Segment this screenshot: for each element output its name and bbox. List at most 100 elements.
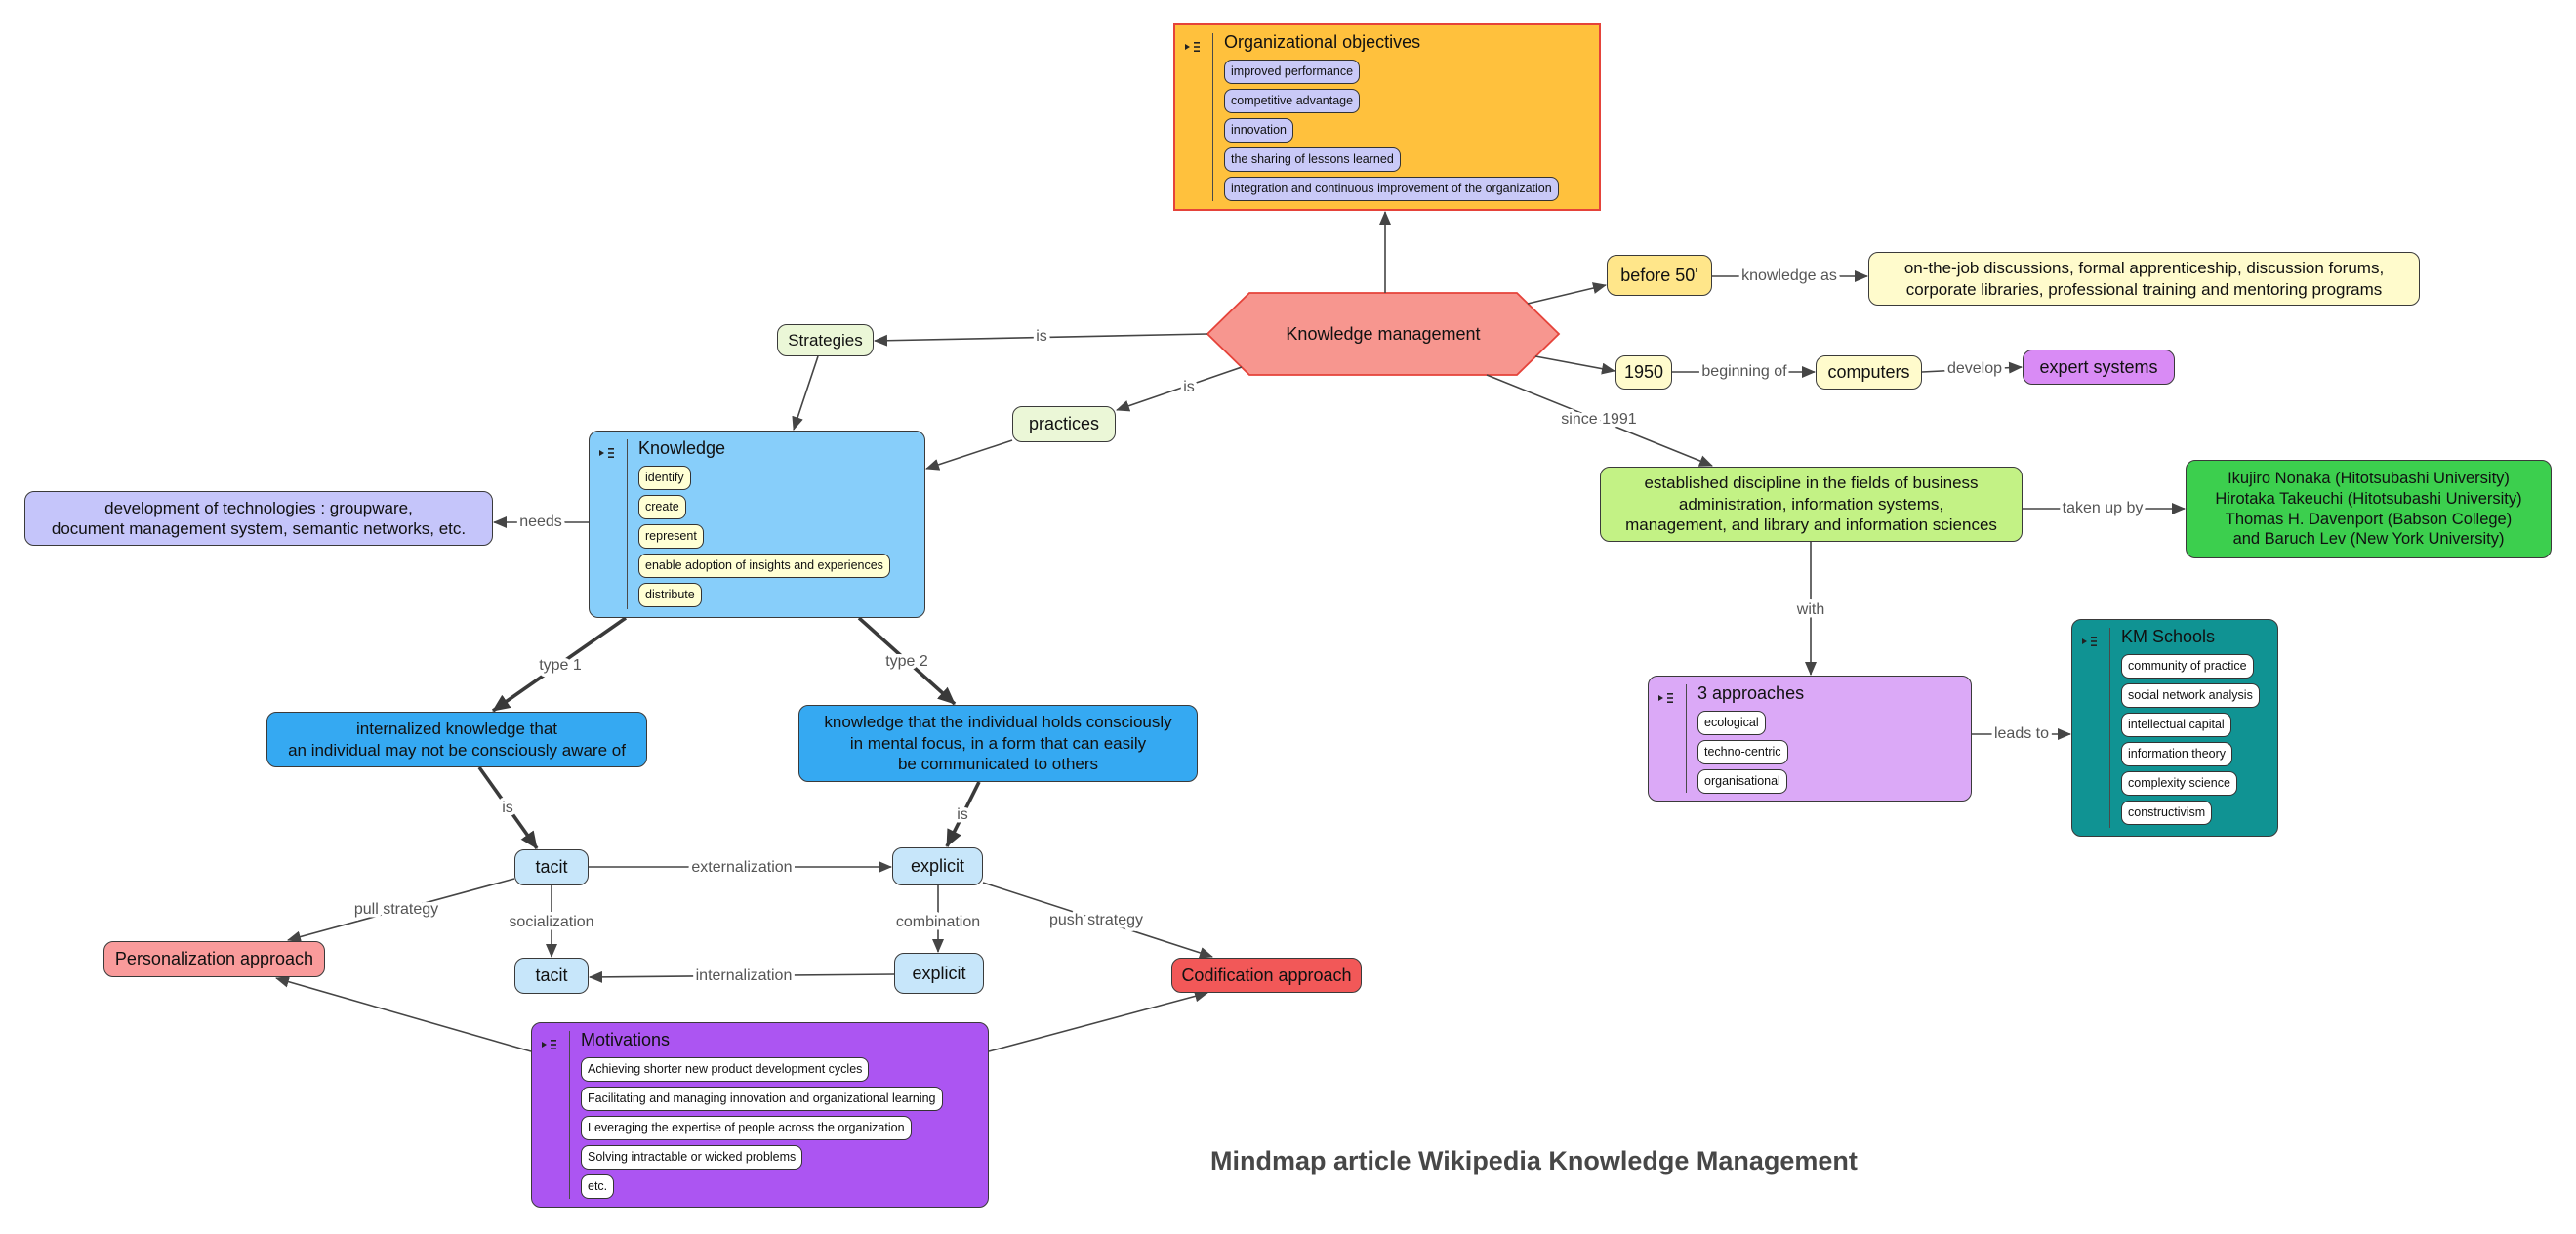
list-item: intellectual capital [2121, 713, 2231, 737]
text-line: document management system, semantic net… [51, 519, 467, 538]
node-label: Knowledge management [1286, 323, 1481, 344]
node-label: explicit [910, 856, 965, 877]
edge-tacit-to-personalization [287, 878, 515, 943]
edge-label: socialization [509, 914, 593, 930]
edge-explicit-definition-to-explicit [945, 781, 981, 847]
node-pioneers[interactable]: Ikujiro Nonaka (Hitotsubashi University)… [2186, 460, 2552, 558]
text-line: Thomas H. Davenport (Babson College) [2225, 510, 2513, 528]
list-item: enable adoption of insights and experien… [638, 554, 890, 578]
nested-list-icon[interactable] [1185, 41, 1201, 53]
item-list: Achieving shorter new product developmen… [581, 1057, 943, 1199]
list-item: create [638, 495, 686, 519]
list-item: organisational [1697, 769, 1787, 794]
list-item: represent [638, 524, 704, 549]
separator [2109, 628, 2110, 828]
node-personalization-approach[interactable]: Personalization approach [103, 941, 325, 977]
nested-list-icon[interactable] [2082, 636, 2098, 647]
node-motivations[interactable]: Motivations Achieving shorter new produc… [531, 1022, 989, 1208]
text-line: knowledge that the individual holds cons… [824, 713, 1172, 732]
node-label: expert systems [2039, 356, 2158, 377]
text-line: in mental focus, in a form that can easi… [849, 733, 1147, 753]
node-1950[interactable]: 1950 [1615, 355, 1672, 390]
node-knowledge-management[interactable]: Knowledge management [1207, 293, 1559, 375]
edge-knowledge-to-explicit-definition [857, 616, 957, 706]
edge-label: type 2 [885, 653, 928, 670]
list-item: Achieving shorter new product developmen… [581, 1057, 870, 1082]
node-established-discipline[interactable]: established discipline in the fields of … [1600, 467, 2023, 542]
nested-list-icon[interactable] [1658, 692, 1674, 704]
separator [1212, 33, 1213, 201]
separator [627, 439, 628, 609]
list-item: information theory [2121, 742, 2233, 766]
node-explicit-definition[interactable]: knowledge that the individual holds cons… [798, 705, 1198, 782]
item-list: identify create represent enable adoptio… [638, 466, 890, 607]
text-line: management, and library and information … [1625, 515, 1997, 535]
edge-label: since 1991 [1561, 411, 1636, 428]
edge-label: is [1036, 328, 1047, 345]
node-label: Codification approach [1181, 965, 1352, 985]
node-practices[interactable]: practices [1012, 406, 1116, 442]
node-tacit-result[interactable]: tacit [514, 958, 589, 994]
list-item: the sharing of lessons learned [1224, 147, 1401, 172]
list-item: social network analysis [2121, 683, 2260, 708]
node-strategies[interactable]: Strategies [777, 324, 874, 356]
node-codification-approach[interactable]: Codification approach [1171, 958, 1362, 993]
node-title: KM Schools [2121, 627, 2216, 646]
node-before-50[interactable]: before 50' [1607, 255, 1712, 296]
edge-tacit-definition-to-tacit [477, 765, 539, 850]
node-explicit[interactable]: explicit [892, 847, 983, 885]
list-item: etc. [581, 1174, 615, 1199]
nested-list-icon[interactable] [599, 447, 615, 459]
node-label: Personalization approach [114, 949, 314, 969]
list-item: innovation [1224, 118, 1293, 143]
edge-km-to-strategies [874, 333, 1208, 347]
edge-label: combination [896, 914, 980, 930]
nested-list-icon[interactable] [542, 1039, 557, 1050]
node-technologies[interactable]: development of technologies : groupware,… [24, 491, 493, 546]
node-label: Strategies [788, 330, 863, 350]
list-item: Facilitating and managing innovation and… [581, 1087, 943, 1111]
node-km-schools[interactable]: KM Schools community of practice social … [2071, 619, 2278, 837]
item-list: community of practice social network ana… [2121, 654, 2260, 825]
edge-label: push strategy [1049, 912, 1143, 928]
node-tacit-definition[interactable]: internalized knowledge that an individua… [266, 712, 647, 767]
list-item: community of practice [2121, 654, 2254, 679]
list-item: competitive advantage [1224, 89, 1361, 113]
list-item: complexity science [2121, 771, 2237, 796]
node-title: 3 approaches [1697, 683, 1805, 703]
edge-label: knowledge as [1741, 267, 1837, 284]
edge-label: with [1796, 601, 1824, 618]
node-3-approaches[interactable]: 3 approaches ecological techno-centric o… [1648, 676, 1972, 802]
edge-motivations-to-personalization [275, 975, 532, 1052]
node-knowledge[interactable]: Knowledge identify create represent enab… [589, 431, 925, 618]
edge-strategies-to-knowledge [792, 355, 819, 431]
edge-label: leads to [1994, 725, 2049, 742]
edge-label: needs [519, 514, 562, 530]
node-expert-systems[interactable]: expert systems [2023, 350, 2175, 385]
node-title: Organizational objectives [1224, 32, 1421, 52]
edge-label: develop [1947, 360, 2002, 377]
node-explicit-result[interactable]: explicit [894, 953, 984, 994]
edge-practices-to-knowledge [925, 439, 1013, 471]
text-line: on-the-job discussions, formal apprentic… [1903, 259, 2385, 278]
node-computers[interactable]: computers [1816, 355, 1922, 390]
item-list: ecological techno-centric organisational [1697, 711, 1788, 794]
text-line: corporate libraries, professional traini… [1905, 279, 2383, 299]
node-tacit[interactable]: tacit [514, 849, 589, 885]
list-item: integration and continuous improvement o… [1224, 177, 1559, 201]
text-line: and Baruch Lev (New York University) [2232, 530, 2505, 549]
text-line: Ikujiro Nonaka (Hitotsubashi University) [2228, 469, 2510, 487]
list-item: constructivism [2121, 801, 2213, 825]
node-pre-50-practices[interactable]: on-the-job discussions, formal apprentic… [1868, 252, 2420, 306]
edge-knowledge-to-tacit-definition [491, 616, 628, 713]
edge-explicit-to-codification [982, 882, 1213, 959]
node-organizational-objectives[interactable]: Organizational objectives improved perfo… [1173, 23, 1601, 211]
edge-label: is [957, 806, 968, 823]
separator [569, 1031, 570, 1199]
edge-motivations-to-codification [988, 990, 1208, 1052]
edge-label: externalization [691, 859, 792, 876]
edge-km-to-1950 [1534, 355, 1615, 375]
node-label: computers [1827, 362, 1910, 383]
list-item: improved performance [1224, 60, 1361, 84]
